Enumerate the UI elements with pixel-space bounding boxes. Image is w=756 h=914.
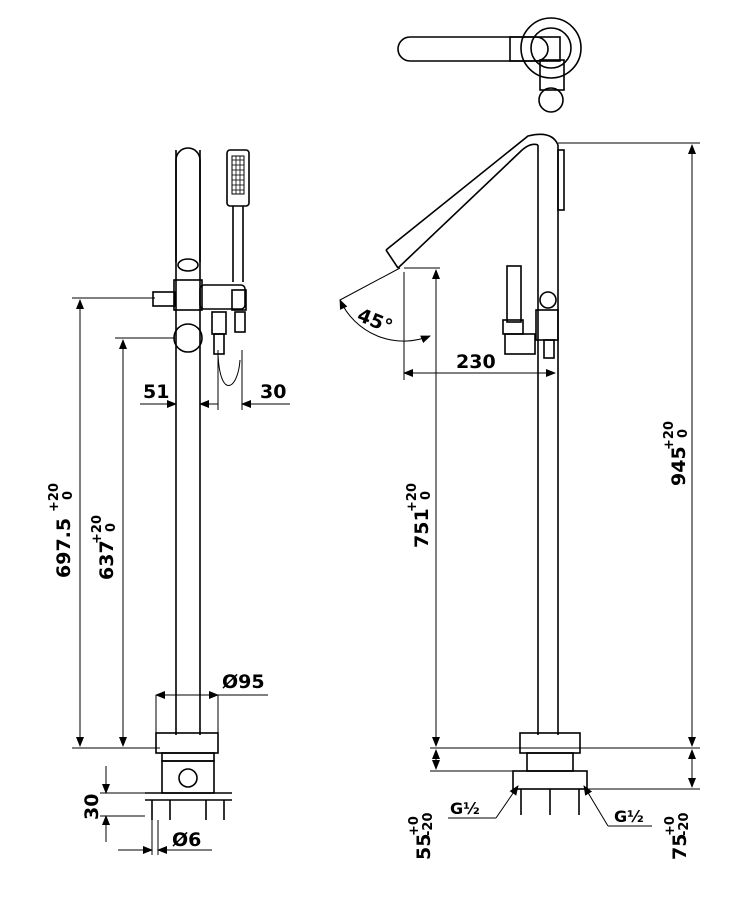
dim-dia-95: Ø95 (222, 671, 265, 693)
dim-230: 230 (456, 351, 496, 373)
dim-angle-45: 45° (354, 304, 396, 338)
dim-697-tol-lower: 0 (61, 491, 76, 500)
dim-697: 697.5 (53, 518, 75, 578)
dim-30-top: 30 (260, 381, 286, 403)
dim-751-tol-upper: +20 (405, 483, 420, 512)
thread-left-label: G½ (450, 799, 480, 818)
dim-75: 75 (669, 834, 691, 860)
dim-75-tol-lower: -20 (677, 813, 692, 837)
dim-637: 637 (96, 540, 118, 580)
dim-751-tol-lower: 0 (419, 491, 434, 500)
dim-55-tol-upper: +0 (407, 816, 422, 836)
dim-751: 751 (411, 508, 433, 548)
dim-75-tol-upper: +0 (663, 816, 678, 836)
dimension-labels: 697.5 +20 0 637 +20 0 51 30 Ø95 30 Ø6 23… (47, 304, 692, 860)
dim-697-tol-upper: +20 (47, 483, 62, 512)
dim-55: 55 (413, 834, 435, 860)
dim-945-tol-upper: +20 (662, 421, 677, 450)
dimension-lines (72, 142, 700, 855)
dim-637-tol-lower: 0 (104, 523, 119, 532)
dim-dia-6: Ø6 (172, 829, 201, 851)
front-view (145, 147, 250, 820)
dim-637-tol-upper: +20 (90, 515, 105, 544)
side-view (385, 133, 588, 815)
dim-945: 945 (668, 446, 690, 486)
dim-55-tol-lower: -20 (421, 813, 436, 837)
top-plan-view (397, 17, 582, 113)
dim-945-tol-lower: 0 (676, 429, 691, 438)
dim-51: 51 (143, 381, 169, 403)
thread-right-label: G½ (614, 807, 644, 826)
dim-30-base: 30 (81, 794, 103, 820)
